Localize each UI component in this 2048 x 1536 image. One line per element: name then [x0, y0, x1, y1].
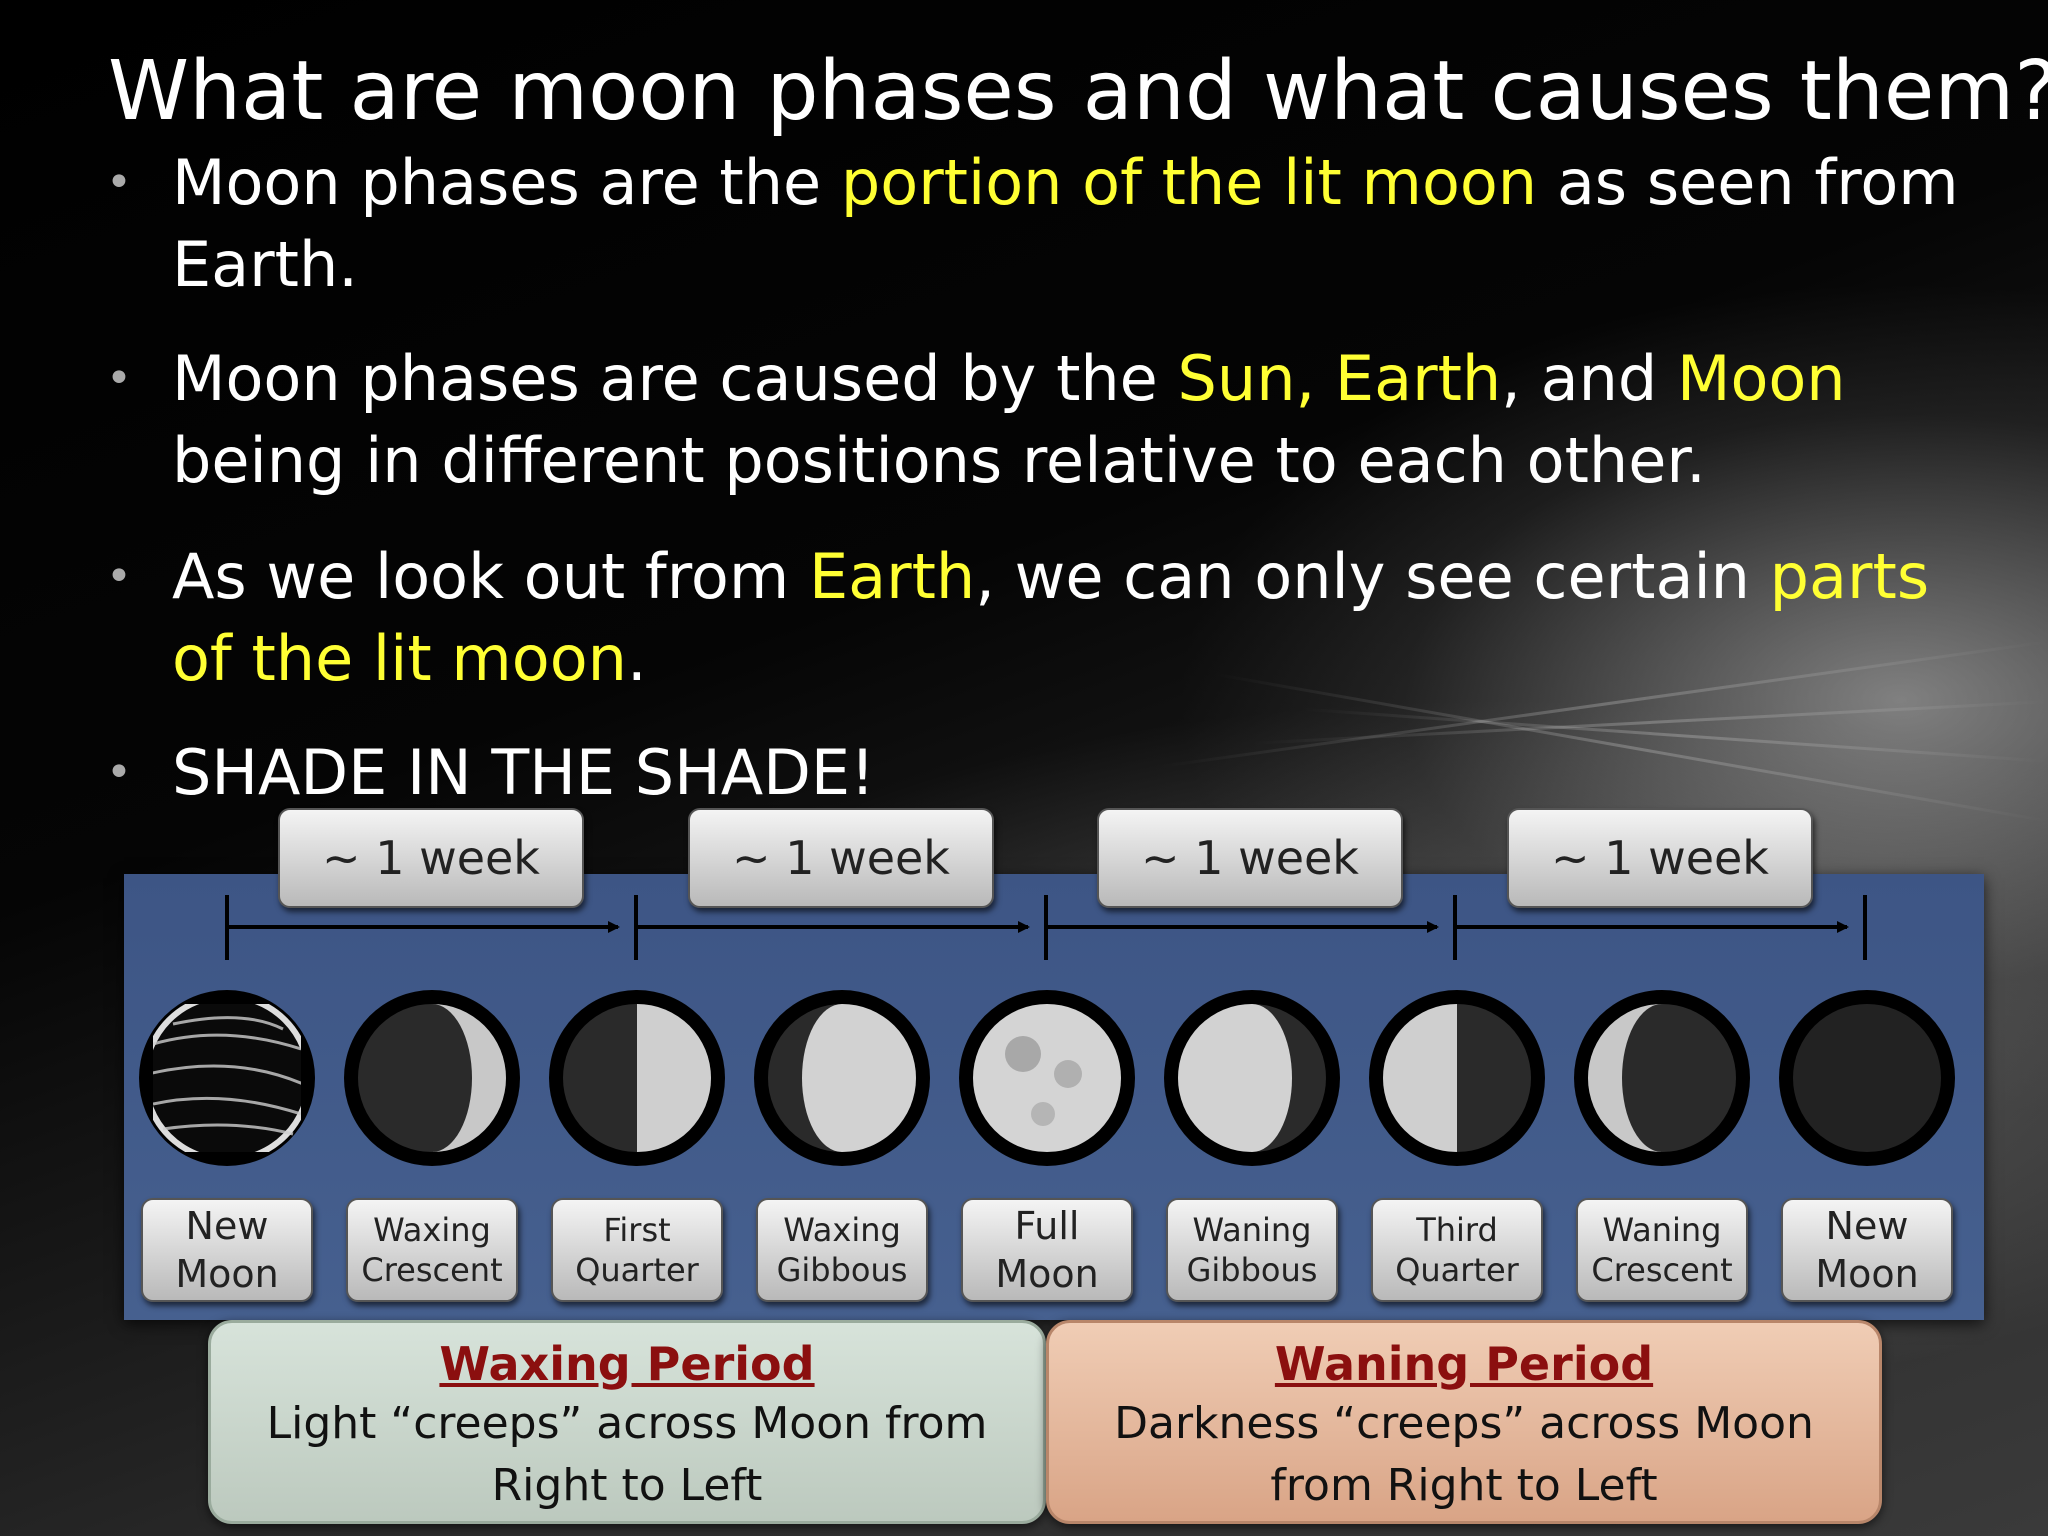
phase-label-line: Gibbous	[1186, 1251, 1318, 1289]
moon-graphic	[1178, 1004, 1326, 1152]
phase-label-line: Moon	[995, 1252, 1099, 1296]
text-run: As we look out from	[172, 540, 809, 613]
text-run: as seen from Earth.	[172, 146, 1959, 301]
moon-third-quarter	[1369, 990, 1545, 1166]
moon-waning-gibbous	[1164, 990, 1340, 1166]
waxing-period-box: Waxing Period Light “creeps” across Moon…	[208, 1320, 1046, 1524]
phase-label-line: Quarter	[1395, 1251, 1519, 1289]
waning-period-line: from Right to Left	[1270, 1460, 1658, 1511]
phase-label-line: Moon	[1815, 1252, 1919, 1296]
phase-label-line: Waxing	[373, 1211, 491, 1249]
moon-full	[959, 990, 1135, 1166]
phase-label-line: Waning	[1602, 1211, 1722, 1249]
moon-graphic	[768, 1004, 916, 1152]
bullet-text: Moon phases are caused by the Sun, Earth…	[172, 338, 1992, 502]
moon-graphic	[563, 1004, 711, 1152]
moon-graphic	[358, 1004, 506, 1152]
phase-label-line: Moon	[175, 1252, 279, 1296]
phase-label-line: New	[1825, 1204, 1909, 1248]
moon-waxing-crescent	[344, 990, 520, 1166]
bullet-marker: •	[106, 747, 132, 798]
moon-new-dark	[1779, 990, 1955, 1166]
bullet-marker: •	[106, 157, 132, 208]
phase-label-line: Crescent	[1591, 1251, 1733, 1289]
moon-new-shaded	[139, 990, 315, 1166]
phase-label-line: Waxing	[783, 1211, 901, 1249]
phase-label-line: Gibbous	[776, 1251, 908, 1289]
text-run: Moon phases are caused by the	[172, 342, 1178, 415]
phase-label-line: First	[603, 1211, 671, 1249]
bullet-marker: •	[106, 353, 132, 404]
highlight-text: Earth	[808, 540, 976, 613]
highlight-text: portion of the lit moon	[840, 146, 1538, 219]
moon-graphic	[973, 1004, 1121, 1152]
highlight-text: Moon	[1676, 342, 1846, 415]
week-label: ~ 1 week	[1507, 808, 1813, 908]
phase-label-line: Third	[1416, 1211, 1498, 1249]
moon-graphic	[1793, 1004, 1941, 1152]
moon-graphic	[1383, 1004, 1531, 1152]
text-run: , and	[1501, 342, 1677, 415]
moon-waning-crescent	[1574, 990, 1750, 1166]
moon-waxing-gibbous	[754, 990, 930, 1166]
week-label: ~ 1 week	[1097, 808, 1403, 908]
bullet-text: As we look out from Earth, we can only s…	[172, 536, 1992, 700]
phase-label-line: Waning	[1192, 1211, 1312, 1249]
moon-first-quarter	[549, 990, 725, 1166]
week-label: ~ 1 week	[688, 808, 994, 908]
phase-label-line: Quarter	[575, 1251, 699, 1289]
text-run: .	[626, 622, 647, 695]
bullet-text: SHADE IN THE SHADE!	[172, 736, 875, 809]
week-label: ~ 1 week	[278, 808, 584, 908]
waning-period-line: Darkness “creeps” across Moon	[1114, 1398, 1814, 1449]
waxing-period-heading: Waxing Period	[439, 1337, 815, 1391]
moon-graphic	[153, 1004, 301, 1152]
text-run: Moon phases are the	[172, 146, 841, 219]
waxing-period-line: Right to Left	[491, 1460, 763, 1511]
text-run: being in different positions relative to…	[172, 424, 1706, 497]
bullet-text: Moon phases are the portion of the lit m…	[172, 142, 1992, 306]
phase-label-line: Full	[1014, 1204, 1080, 1248]
waning-period-heading: Waning Period	[1274, 1337, 1654, 1391]
waning-period-box: Waning Period Darkness “creeps” across M…	[1046, 1320, 1882, 1524]
phase-label-line: New	[185, 1204, 269, 1248]
highlight-text: parts of the lit moon	[172, 540, 1930, 695]
phase-label-line: Crescent	[361, 1251, 503, 1289]
text-run: , we can only see certain	[975, 540, 1770, 613]
moon-graphic	[1588, 1004, 1736, 1152]
bullet-marker: •	[106, 551, 132, 602]
highlight-text: Sun, Earth	[1177, 342, 1502, 415]
waxing-period-line: Light “creeps” across Moon from	[266, 1398, 988, 1449]
slide-title: What are moon phases and what causes the…	[108, 44, 2048, 139]
